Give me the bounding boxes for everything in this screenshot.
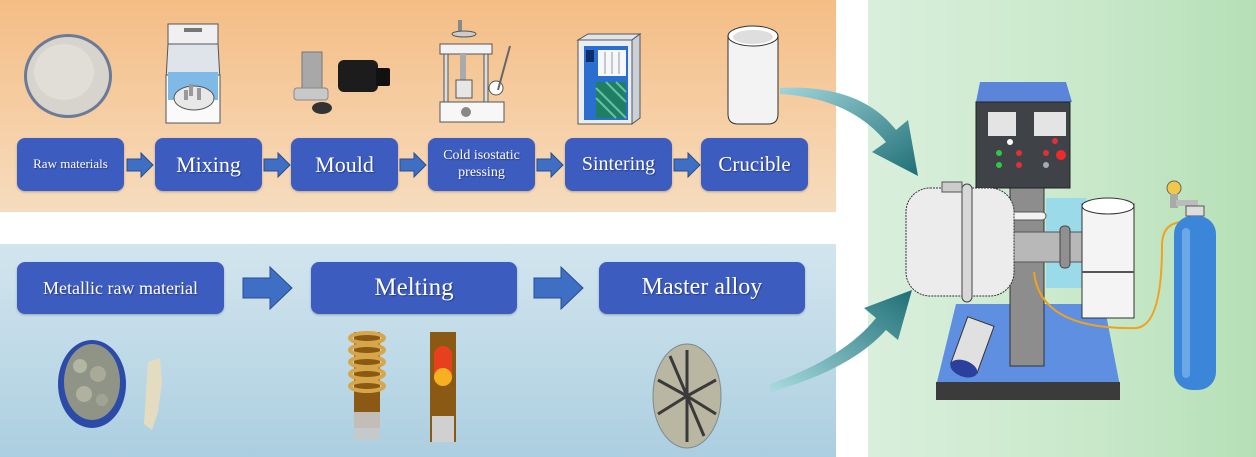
step-mould: Mould [291,138,398,191]
step-cold-isostatic-pressing: Cold isostatic pressing [428,138,535,191]
vacuum-melting-apparatus-icon [905,82,1185,400]
arrow-right-icon [126,152,154,178]
flow-arrow-to-apparatus-top [780,87,918,176]
sintering-furnace-icon [576,33,642,125]
step-master-alloy: Master alloy [599,262,805,314]
arrow-right-icon [533,266,584,310]
mould-icon [293,51,390,114]
gas-cylinder-icon [1166,180,1216,390]
step-label: Mould [315,151,374,177]
step-melting: Melting [311,262,517,314]
arrow-right-icon [399,152,427,178]
step-label: Melting [374,273,454,301]
arrow-right-icon [263,152,291,178]
isostatic-press-icon [439,20,511,123]
step-label: Crucible [718,152,791,177]
step-label: Raw materials [33,156,108,172]
metal-chunks-icon [58,340,162,430]
step-sintering: Sintering [565,138,672,191]
arrow-right-icon [536,152,564,178]
crucible-icon [727,25,779,125]
step-label: Mixing [176,151,241,177]
step-raw-materials: Raw materials [17,138,124,191]
step-label: Master alloy [641,274,763,301]
ball-mill-icon [165,23,221,124]
induction-coil-icon [348,331,456,442]
step-metallic-raw-material: Metallic raw material [17,262,224,314]
step-label: Cold isostatic pressing [443,148,520,180]
step-label: Metallic raw material [43,277,198,298]
alloy-ingot-icon [652,343,722,449]
step-label: Sintering [581,153,656,175]
flow-arrow-to-apparatus-bottom [770,290,912,392]
step-crucible: Crucible [701,138,808,191]
step-mixing: Mixing [155,138,262,191]
arrow-right-icon [242,266,293,310]
crucible-preparation-panel [0,0,836,212]
arrow-right-icon [673,152,701,178]
powder-dish-icon [24,34,112,118]
